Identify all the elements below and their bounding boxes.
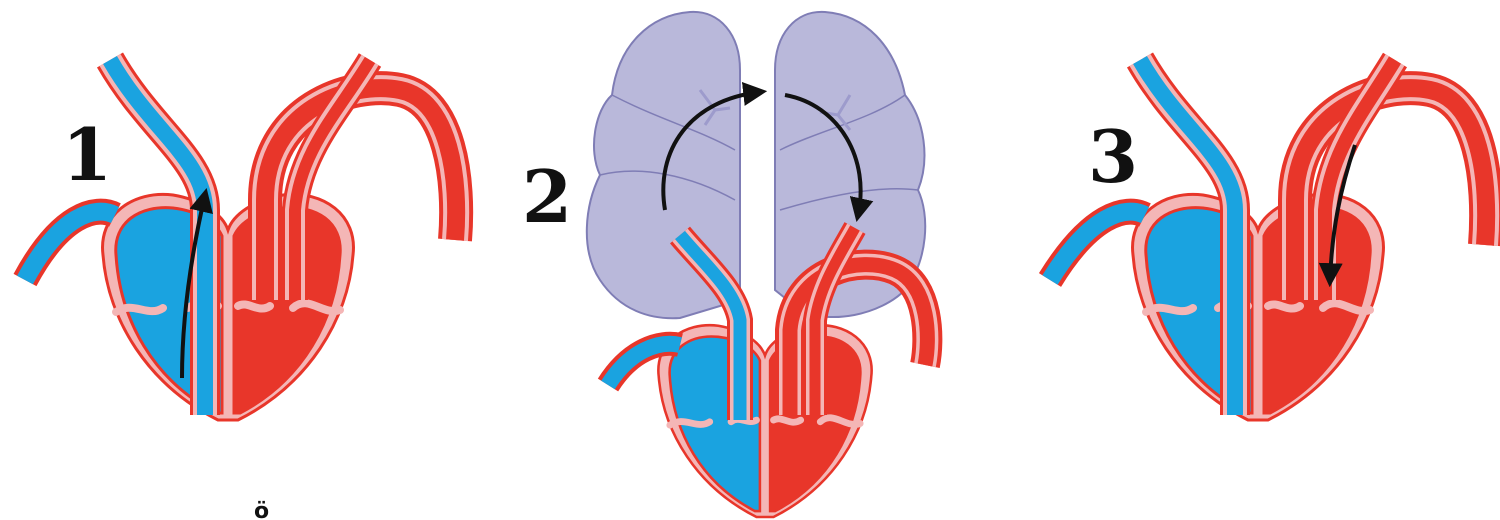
panel-3: 3 [1050, 60, 1486, 420]
step-number-1: 1 [62, 112, 112, 197]
panel-1: 1 [25, 60, 456, 420]
heart-2 [658, 325, 871, 517]
heart-3 [1133, 194, 1384, 420]
panel-2: 2 [522, 12, 927, 517]
heart-1 [103, 194, 354, 420]
stray-mark: ö [254, 499, 269, 520]
step-number-2: 2 [522, 154, 572, 239]
step-number-3: 3 [1088, 114, 1138, 199]
